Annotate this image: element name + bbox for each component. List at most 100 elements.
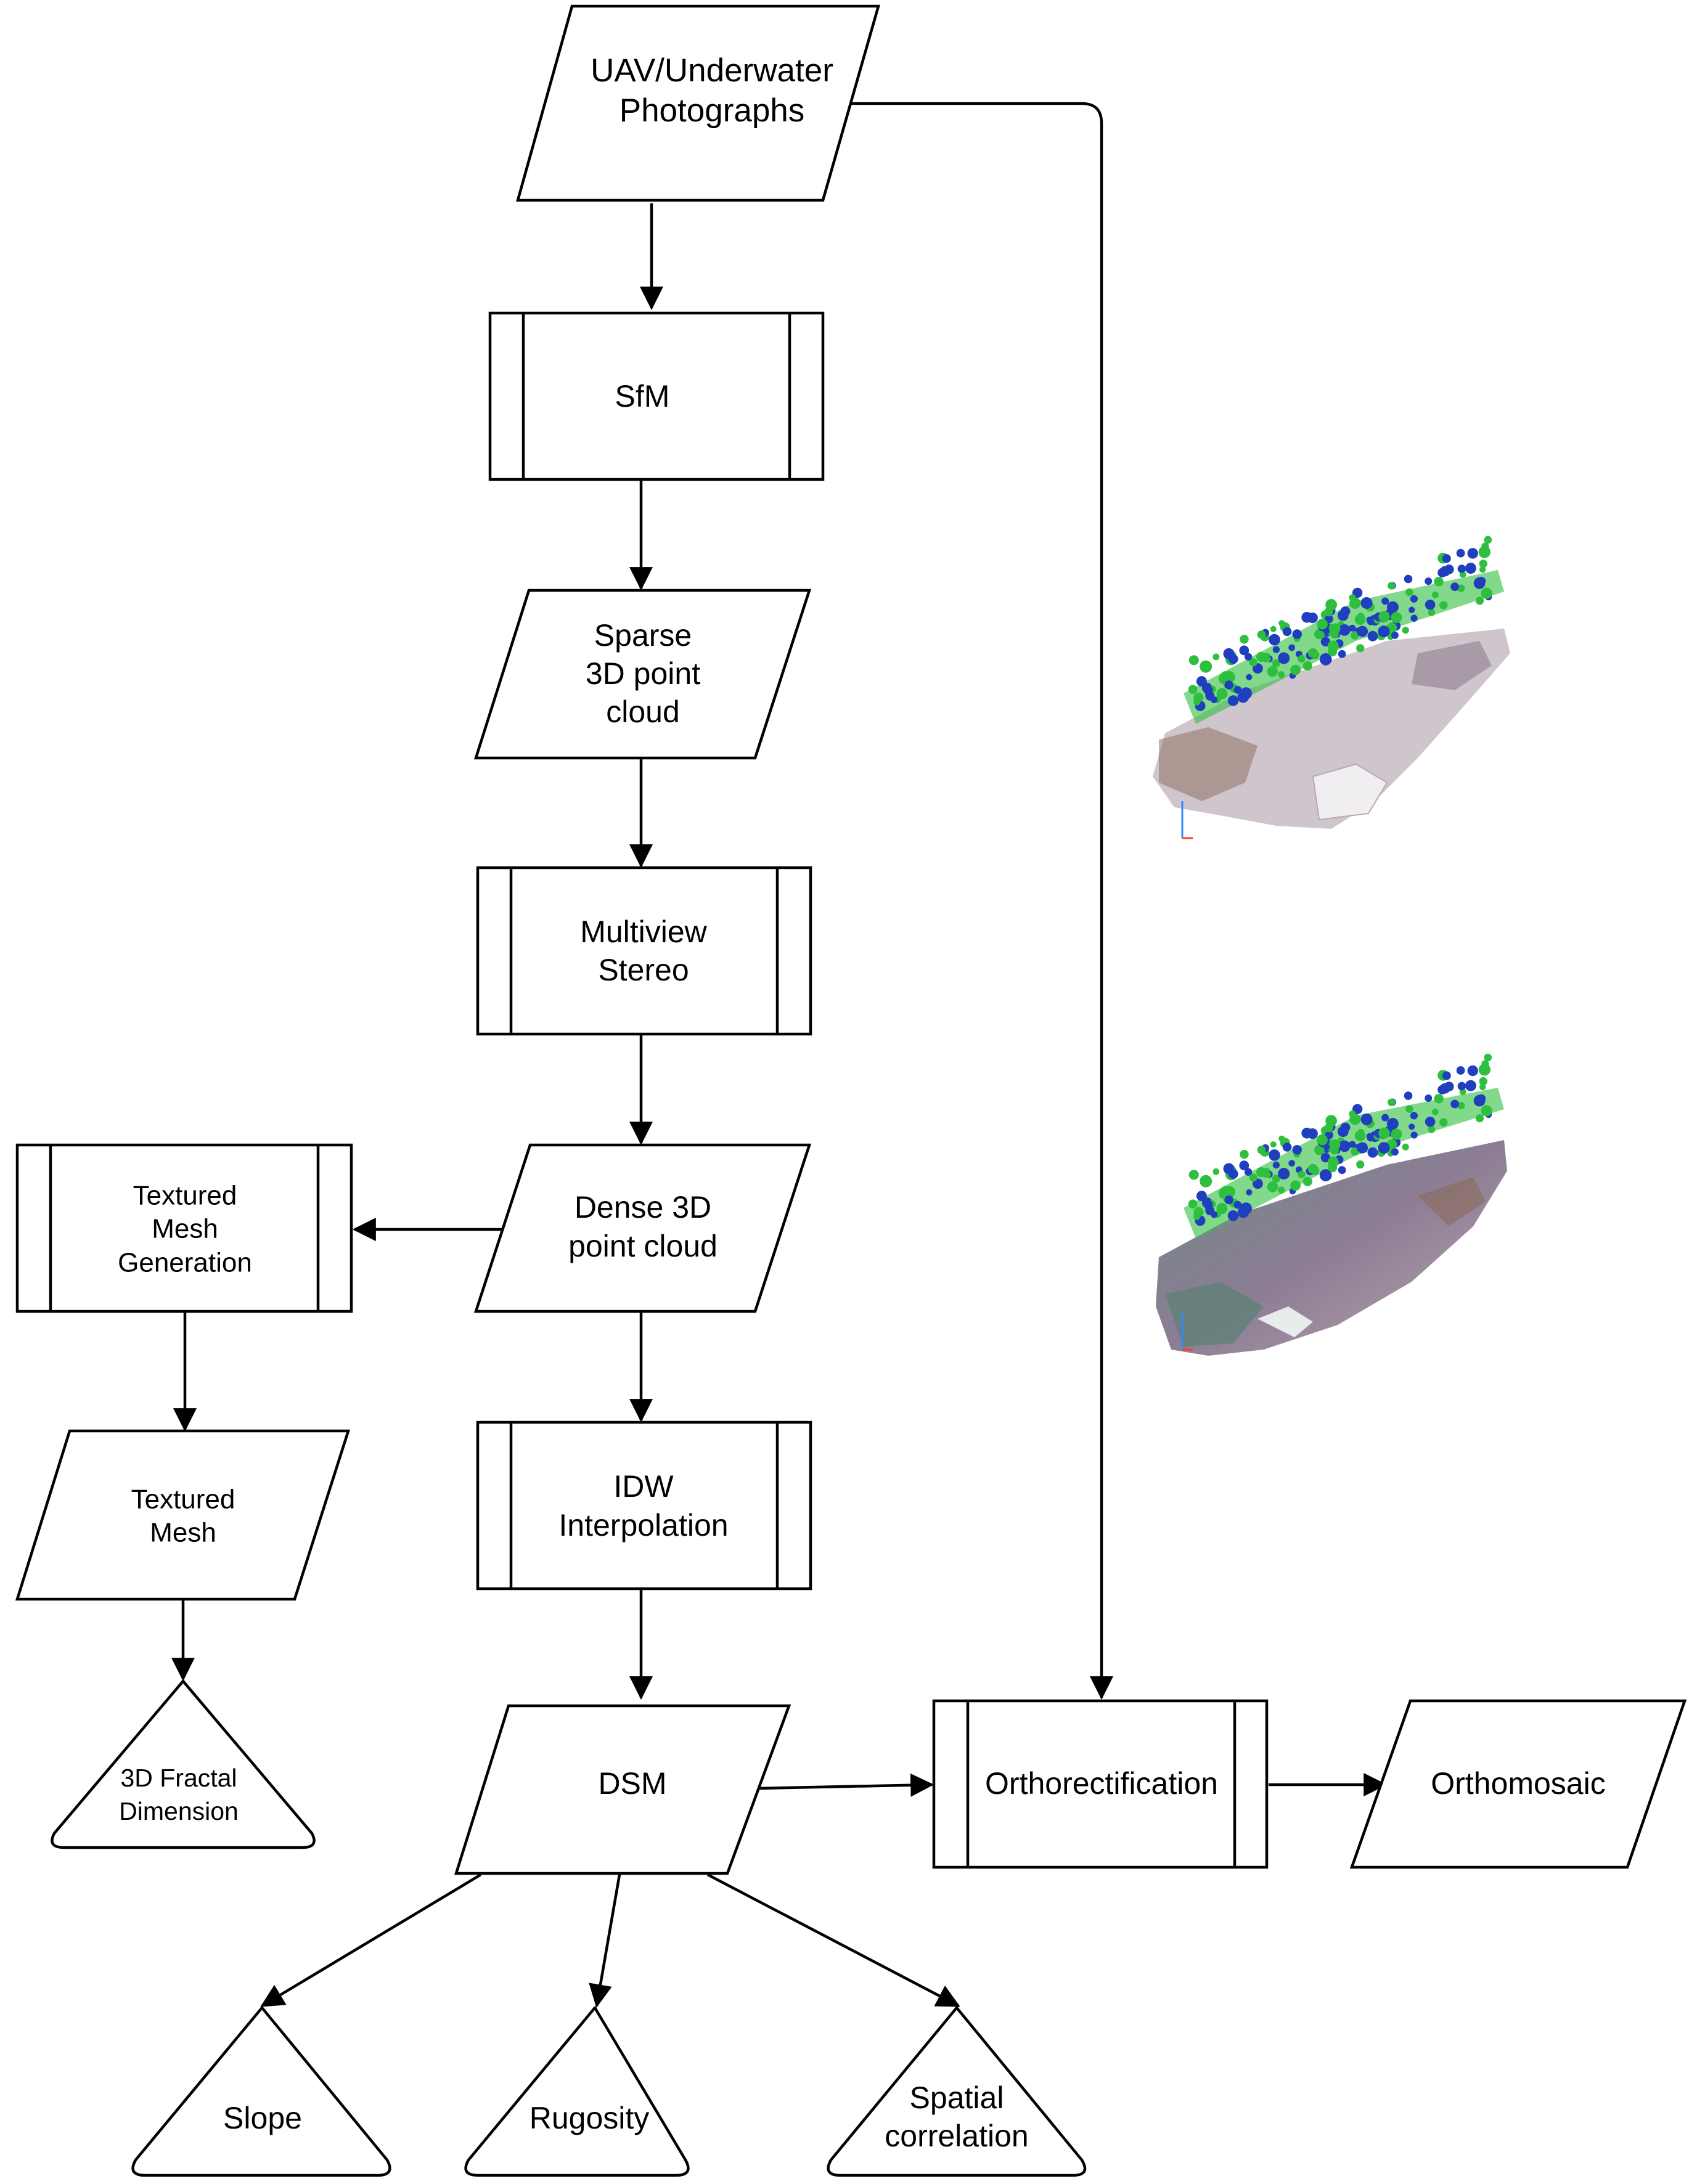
camera-marker [1302,661,1312,670]
node-sparse-point-cloud[interactable]: Sparse 3D point cloud [473,589,812,760]
node-spatial-correlation[interactable]: Spatial correlation [827,2006,1087,2177]
node-dense-line1: Dense 3D [575,1190,711,1224]
node-photographs-line1: UAV/Underwater [591,52,833,89]
camera-marker [1428,609,1436,616]
camera-marker [1314,629,1325,640]
camera-marker [1338,1140,1351,1152]
camera-marker [1360,597,1373,609]
camera-marker [1323,1144,1330,1151]
camera-marker [1410,595,1418,603]
camera-marker [1308,1163,1318,1174]
camera-marker [1457,564,1466,573]
node-rugosity[interactable]: Rugosity [464,2006,690,2177]
camera-marker [1272,659,1280,667]
node-orthomosaic[interactable]: Orthomosaic [1349,1699,1687,1869]
camera-marker [1200,660,1212,673]
camera-marker [1402,1143,1409,1151]
node-meshgen-line2: Mesh [152,1214,218,1244]
edge-photos-ortho [843,102,1113,1700]
camera-marker [1246,674,1253,680]
camera-marker [1405,1105,1413,1113]
node-idw-interpolation[interactable]: IDW Interpolation [476,1420,812,1591]
node-fractal-dimension[interactable]: 3D Fractal Dimension [51,1679,316,1849]
camera-marker [1428,1126,1436,1133]
camera-marker [1324,1123,1333,1133]
camera-marker [1352,587,1363,598]
camera-marker [1357,1142,1368,1154]
camera-marker [1338,1166,1346,1175]
camera-marker [1319,1169,1332,1181]
camera-marker [1349,1110,1356,1117]
camera-marker [1327,1156,1339,1168]
camera-marker [1212,653,1220,661]
camera-marker [1223,648,1235,659]
camera-marker [1237,691,1249,703]
camera-marker [1442,554,1451,563]
camera-marker [1307,1128,1318,1139]
camera-marker [1388,1098,1396,1106]
camera-marker [1388,582,1396,590]
camera-marker [1188,685,1198,694]
camera-marker [1269,1149,1280,1161]
node-dense-point-cloud[interactable]: Dense 3D point cloud [473,1143,812,1313]
camera-marker [1188,1170,1199,1180]
node-textured-mesh-generation[interactable]: Textured Mesh Generation [15,1143,353,1313]
camera-marker [1278,1135,1285,1142]
camera-marker [1484,536,1492,544]
node-photographs[interactable]: UAV/Underwater Photographs [516,4,880,202]
camera-marker [1481,1105,1492,1117]
camera-marker [1340,606,1351,616]
node-slope[interactable]: Slope [131,2006,391,2177]
node-fractal-line2: Dimension [119,1797,239,1825]
camera-marker [1278,652,1290,664]
node-multiview-stereo[interactable]: Multiview Stereo [476,866,812,1036]
camera-marker [1257,1146,1266,1154]
camera-marker [1307,613,1318,624]
camera-marker [1224,680,1233,690]
camera-marker [1323,628,1330,635]
node-idw-line2: Interpolation [558,1508,728,1542]
node-orthorectification[interactable]: Orthorectification [932,1699,1269,1869]
camera-marker [1431,1108,1439,1115]
camera-marker [1317,1135,1328,1146]
camera-marker [1431,591,1439,598]
camera-marker [1282,1143,1292,1152]
node-ortho-line1: Orthorectification [985,1766,1218,1801]
camera-marker [1473,1094,1486,1107]
camera-marker [1465,1080,1476,1091]
node-mvs-line1: Multiview [580,915,707,949]
camera-marker [1349,594,1356,601]
camera-marker [1484,1053,1492,1062]
camera-marker [1267,666,1278,677]
camera-marker [1439,566,1450,577]
camera-marker [1290,664,1301,675]
sparse-point-cloud-thumbnail [1153,536,1510,839]
node-dsm[interactable]: DSM [454,1704,791,1875]
camera-marker [1240,1149,1249,1159]
node-idw-line1: IDW [613,1469,674,1504]
camera-marker [1270,625,1277,632]
camera-marker [1249,658,1257,667]
thumbnail-1-camera-slab [1184,570,1504,724]
camera-marker [1366,1133,1373,1140]
camera-marker [1467,1065,1478,1077]
camera-marker [1216,1203,1228,1214]
camera-marker [1239,1160,1249,1171]
thumbnail-2-cameras [1188,1053,1492,1226]
edge-dsm-ortho [758,1773,934,1797]
node-mesh-line2: Mesh [150,1518,216,1548]
edge-dsm-spatial [706,1873,960,2007]
camera-marker [1188,1199,1198,1208]
camera-marker [1244,653,1253,661]
node-fractal-line1: 3D Fractal [120,1764,237,1792]
camera-marker [1352,1104,1363,1114]
camera-marker [1239,645,1249,656]
node-sfm[interactable]: SfM [488,311,825,481]
camera-marker [1425,1094,1433,1102]
camera-marker [1224,1195,1233,1205]
camera-marker [1391,1128,1402,1140]
node-sparse-line2: 3D point [586,656,700,691]
node-textured-mesh[interactable]: Textured Mesh [15,1429,351,1601]
camera-marker [1457,584,1465,592]
camera-marker [1267,1181,1278,1192]
